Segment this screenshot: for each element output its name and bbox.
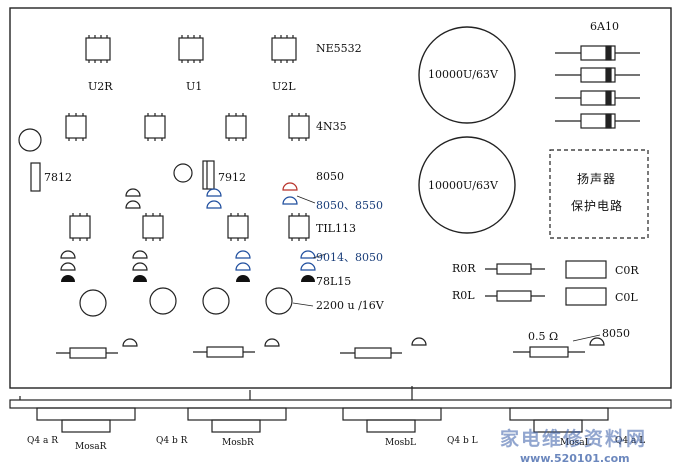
- opto-4n35-row: [65, 113, 310, 141]
- label-u2r: U2R: [88, 80, 113, 93]
- label-mosar: MosaR: [75, 442, 107, 452]
- heatsink: [9, 386, 672, 409]
- label-8050-8550: 8050、8550: [316, 199, 383, 212]
- leader-lines: [292, 195, 601, 342]
- label-mosal: MosaL: [560, 438, 591, 448]
- label-ne5532: NE5532: [316, 42, 362, 55]
- label-2200u: 2200 u /16V: [316, 299, 384, 312]
- cap-near-7912: [173, 163, 193, 183]
- regulators-78l15: [61, 275, 315, 282]
- board-outline: [9, 7, 672, 389]
- label-r0r: R0R: [452, 262, 476, 275]
- regulator-7812: [30, 162, 41, 192]
- label-u2l: U2L: [272, 80, 296, 93]
- to92-transistors: [60, 182, 316, 271]
- label-7812: 7812: [44, 171, 72, 184]
- label-cap-10000-bottom: 10000U/63V: [428, 179, 498, 192]
- label-u1: U1: [186, 80, 203, 93]
- label-6a10: 6A10: [590, 20, 619, 33]
- label-0-5-ohm: 0.5 Ω: [528, 330, 559, 343]
- label-4n35: 4N35: [316, 120, 347, 133]
- speaker-protection-box: [549, 149, 649, 239]
- ic-u2r: [85, 35, 111, 63]
- filter-cap-1: [418, 26, 516, 124]
- caps-c0: [565, 260, 607, 306]
- bottom-resistors: [56, 346, 585, 359]
- label-protection-circuit: 保护电路: [571, 199, 624, 213]
- caps-2200u: [79, 287, 293, 317]
- small-capacitor: [18, 128, 42, 152]
- label-speaker: 扬声器: [577, 172, 617, 186]
- label-mosbl: MosbL: [385, 438, 416, 448]
- mosfets: [36, 407, 609, 433]
- label-q4ar: Q4 a R: [27, 436, 58, 446]
- label-9014-8050: 9014、8050: [316, 251, 383, 264]
- ic-u1: [178, 35, 204, 63]
- resistors-r0: [485, 263, 545, 302]
- label-c0r: C0R: [615, 264, 639, 277]
- ic-u2l: [271, 35, 297, 63]
- label-cap-10000-top: 10000U/63V: [428, 68, 498, 81]
- diodes-6a10: [555, 45, 640, 129]
- label-7912: 7912: [218, 171, 246, 184]
- watermark-url: www.520101.com: [520, 452, 630, 465]
- label-78l15: 78L15: [316, 275, 352, 288]
- label-8050-bottom: 8050: [602, 327, 630, 340]
- bottom-transistors: [122, 337, 605, 347]
- label-q4al: Q4 a L: [615, 436, 646, 446]
- label-mosbr: MosbR: [222, 438, 254, 448]
- watermark-title: 家电维修资料网: [500, 428, 648, 450]
- label-til113: TIL113: [316, 222, 356, 235]
- regulator-7912: [202, 160, 215, 190]
- label-8050-top: 8050: [316, 170, 344, 183]
- label-q4br: Q4 b R: [156, 436, 188, 446]
- label-q4bl: Q4 b L: [447, 436, 478, 446]
- label-c0l: C0L: [615, 291, 638, 304]
- label-r0l: R0L: [452, 289, 475, 302]
- opto-til113-row: [69, 213, 310, 241]
- filter-cap-2: [418, 136, 516, 234]
